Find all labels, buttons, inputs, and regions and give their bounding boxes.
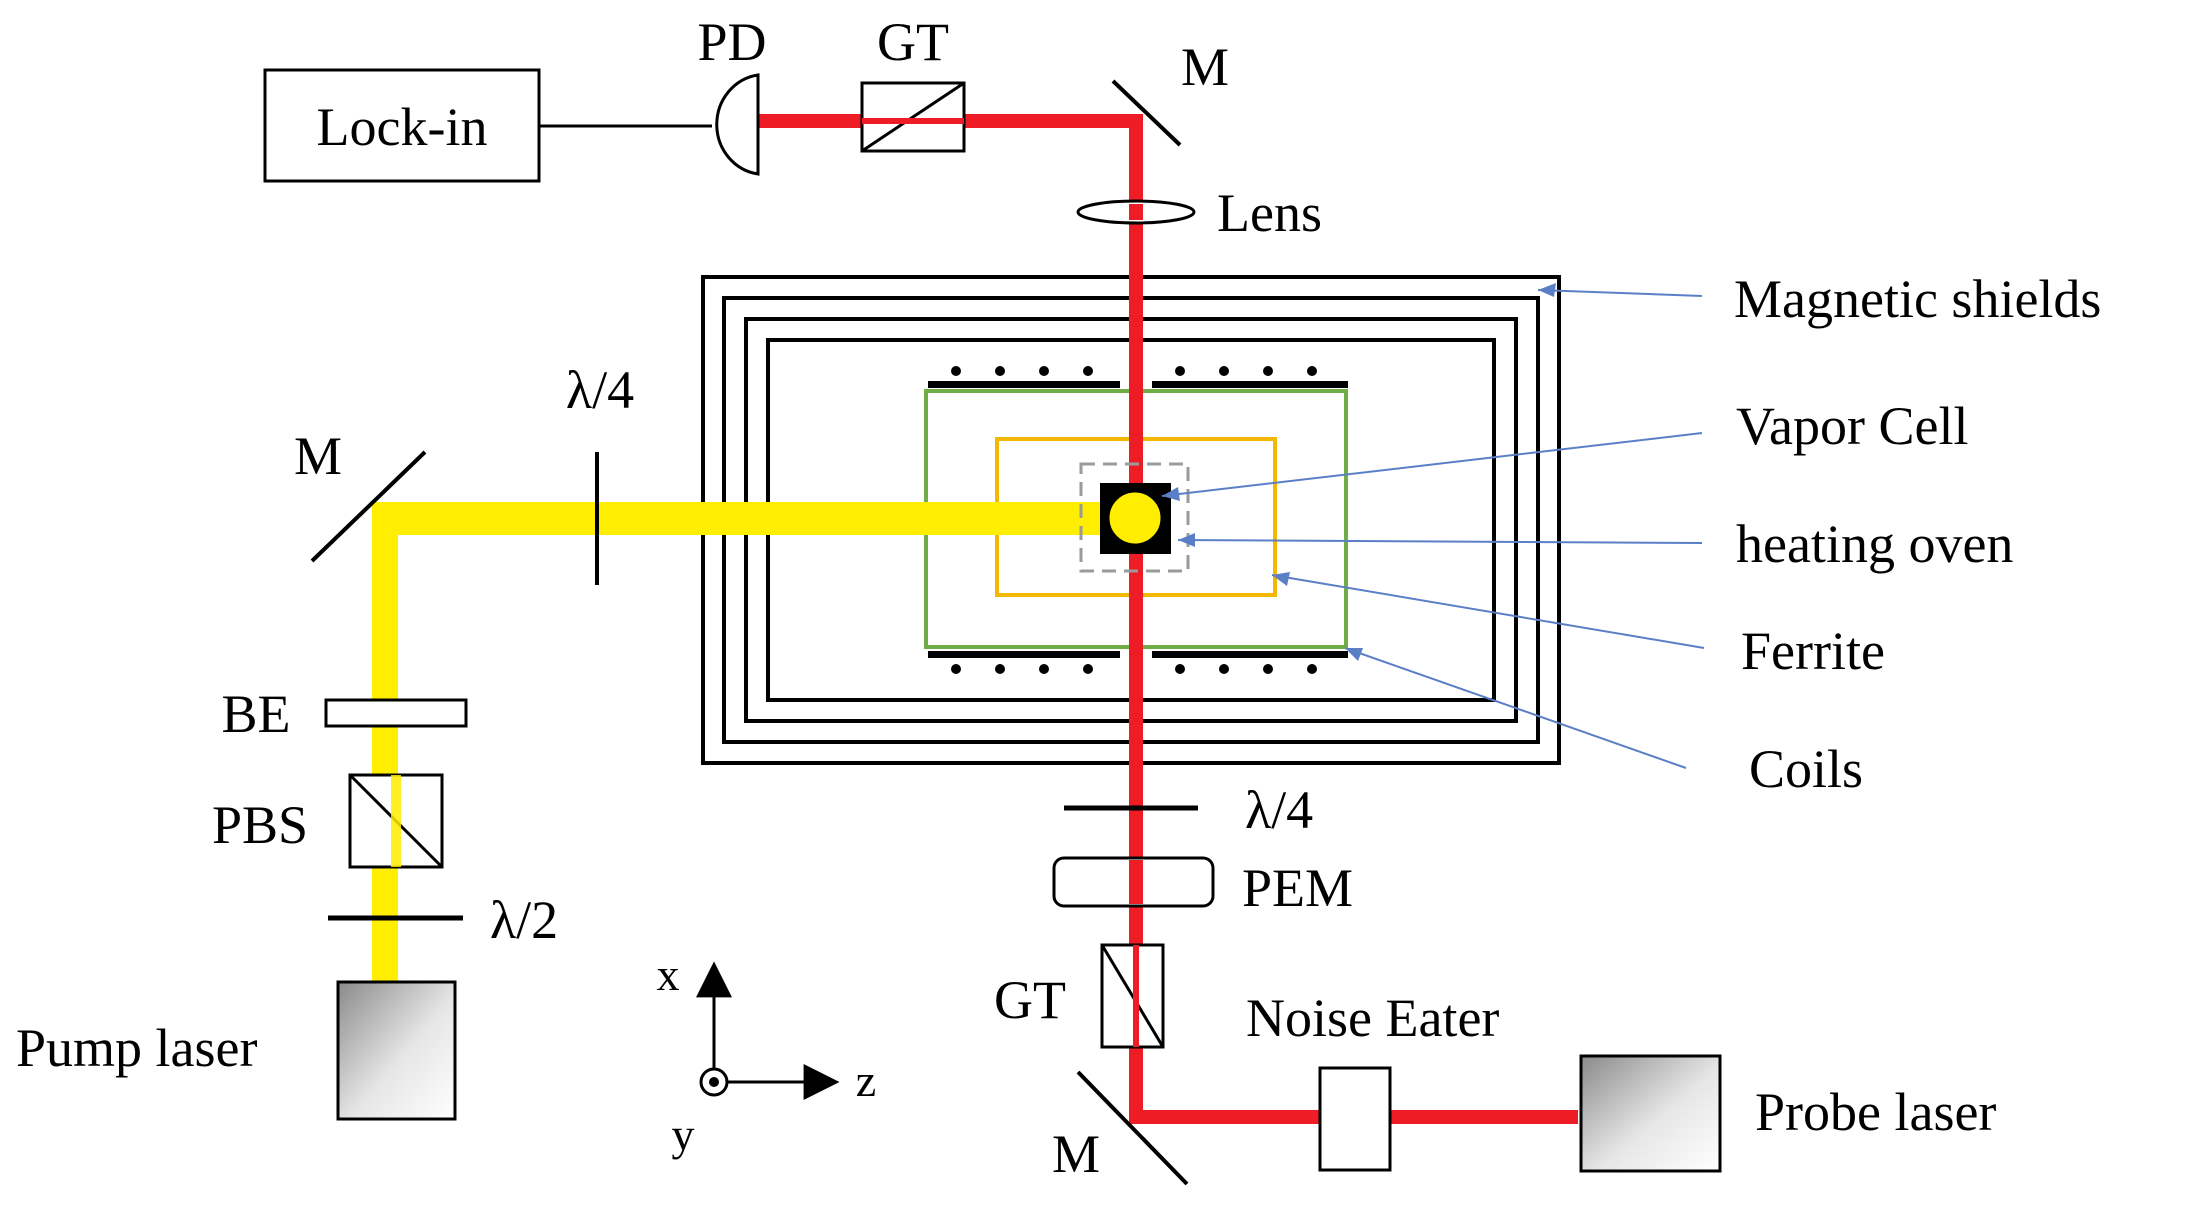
magnetic-shields-label: Magnetic shields [1734, 269, 2101, 329]
vapor-cell-label: Vapor Cell [1736, 396, 1968, 456]
m-left-label: M [294, 426, 342, 486]
probe-laser-label: Probe laser [1755, 1082, 1996, 1142]
axis-y-label: y [672, 1109, 695, 1160]
laser-source-icon [336, 980, 457, 1121]
mirror-bottom [1076, 1070, 1189, 1186]
qwp-probe-label: λ/4 [1245, 780, 1313, 840]
glan-taylor-prism-bottom [1100, 943, 1165, 1049]
noise-eater-box [1318, 1066, 1392, 1172]
heating-oven-label: heating oven [1736, 514, 2013, 574]
coils-label: Coils [1749, 739, 1863, 799]
m-bottom-label: M [1052, 1124, 1100, 1184]
pointer-arrowheads [1162, 283, 1556, 661]
pump-beam-corner [372, 502, 398, 542]
probe-laser-box [1579, 1054, 1722, 1173]
gt-top-label: GT [877, 12, 949, 72]
pem-label: PEM [1242, 858, 1353, 918]
coils [928, 366, 1348, 674]
lockin-box [263, 68, 541, 183]
ferrite-label: Ferrite [1741, 621, 1885, 681]
mirror-icon [1111, 79, 1182, 147]
probe-beam [756, 114, 1578, 1124]
m-top-label: M [1181, 37, 1229, 97]
photodiode-icon [715, 73, 760, 176]
lockin-label: Lock-in [317, 97, 488, 157]
vapor-cell [1079, 462, 1190, 573]
axis-z-label: z [856, 1055, 876, 1106]
hwp-label: λ/2 [490, 890, 558, 950]
noise-eater-label: Noise Eater [1246, 988, 1499, 1048]
pd-label: PD [697, 12, 766, 72]
mirror-left [310, 450, 427, 563]
coordinate-axes-icon [696, 961, 840, 1100]
pump-laser-label: Pump laser [16, 1018, 257, 1078]
axis-x-label: x [657, 949, 680, 1000]
pointer-lines [1161, 289, 1705, 769]
beam-expander [324, 698, 468, 728]
glan-taylor-prism-icon [860, 81, 966, 153]
lens-label: Lens [1217, 183, 1322, 243]
gt-bottom-label: GT [994, 970, 1066, 1030]
pbs-label: PBS [212, 795, 308, 855]
qwp-pump-label: λ/4 [566, 360, 634, 420]
be-label: BE [221, 684, 290, 744]
